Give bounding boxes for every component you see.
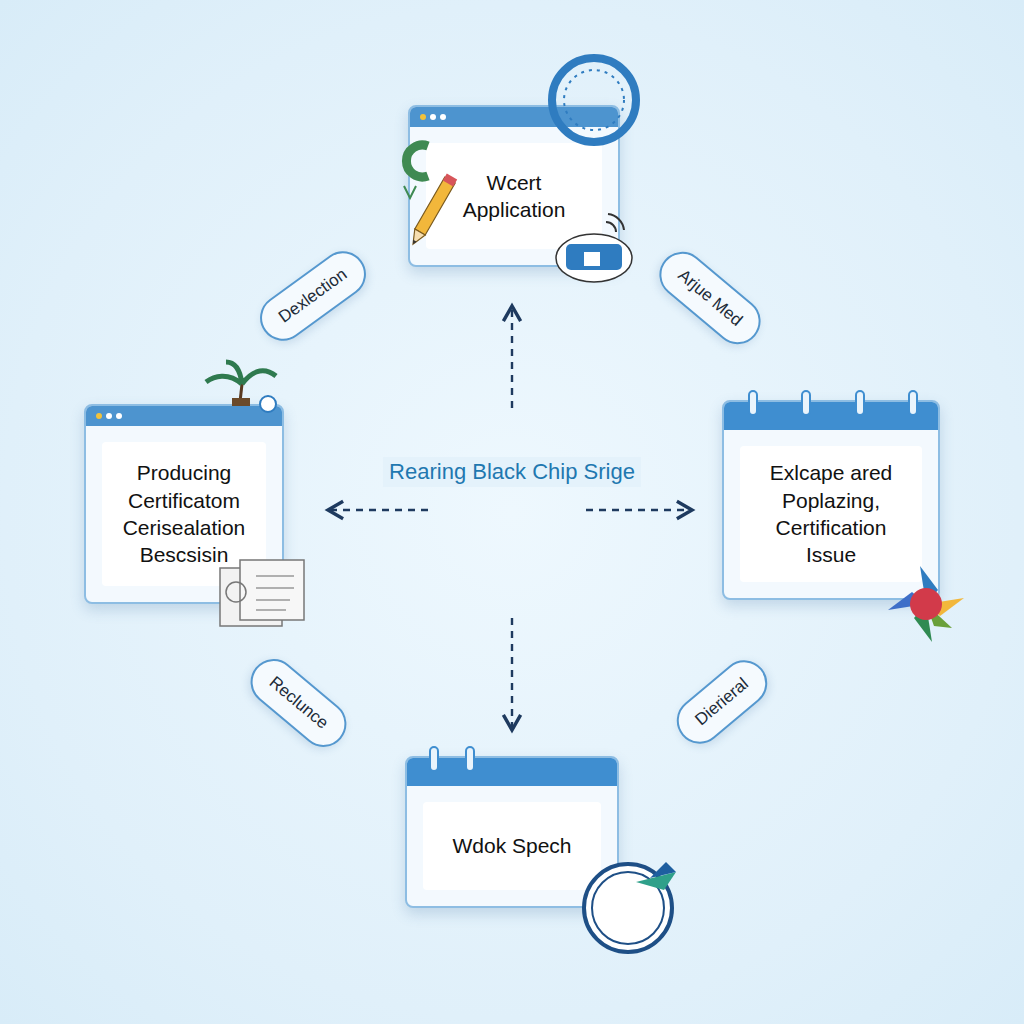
calendar-ring — [801, 390, 811, 416]
text-panel: Producing Certificatom Cerisealation Bes… — [102, 442, 266, 586]
step-pill: Reclunce — [241, 650, 356, 757]
diagram-title: Rearing Black Chip Srige — [383, 457, 641, 487]
calendar-ring — [429, 746, 439, 772]
text-wrap: Wdok Spech — [444, 824, 579, 867]
step-label: Dierieral — [691, 673, 754, 731]
text-wrap: Exlcape ared Poplazing, Certification Is… — [740, 451, 922, 576]
arrow-down — [511, 618, 513, 730]
step-label: Reclunce — [264, 672, 332, 734]
calendar-ring — [908, 390, 918, 416]
step-pill: Arjue Med — [650, 242, 770, 353]
window-dot — [96, 413, 102, 419]
box-label: Wdok Spech — [452, 832, 571, 859]
router-icon — [556, 214, 632, 282]
calendar-box: Wdok Spech — [405, 756, 619, 908]
pinwheel-icon — [888, 566, 964, 642]
plant-icon — [206, 362, 276, 412]
window-dot — [440, 114, 446, 120]
step-pill: Dierieral — [667, 651, 776, 753]
arrow-right — [586, 509, 692, 511]
text-panel: Wdok Spech — [423, 802, 601, 890]
step-pill: Dexlection — [251, 242, 375, 350]
pencil-icon — [408, 174, 457, 248]
dashed-arrows — [328, 306, 692, 730]
process-window: Wcert Application — [408, 105, 620, 267]
box-label: Exlcape ared Poplazing, Certification Is… — [748, 459, 914, 568]
window-dot — [420, 114, 426, 120]
window-dot — [430, 114, 436, 120]
text-panel: Wcert Application — [426, 143, 602, 249]
arrow-up — [511, 306, 513, 408]
gear-ring — [552, 58, 636, 142]
arrow-left — [328, 509, 428, 511]
text-panel: Exlcape ared Poplazing, Certification Is… — [740, 446, 922, 582]
window-dot — [116, 413, 122, 419]
calendar-ring — [465, 746, 475, 772]
letter-icon — [406, 145, 428, 177]
leaf-icon — [404, 186, 416, 198]
process-window: Producing Certificatom Cerisealation Bes… — [84, 404, 284, 604]
target-icon — [584, 862, 676, 952]
calendar-ring — [748, 390, 758, 416]
calendar-box: Exlcape ared Poplazing, Certification Is… — [722, 400, 940, 600]
box-label: Producing Certificatom Cerisealation Bes… — [110, 459, 258, 568]
window-dot — [106, 413, 112, 419]
step-label: Dexlection — [274, 264, 351, 329]
text-wrap: Producing Certificatom Cerisealation Bes… — [102, 451, 266, 576]
text-wrap: Wcert Application — [426, 161, 602, 232]
step-label: Arjue Med — [673, 265, 747, 332]
box-label: Wcert Application — [434, 169, 594, 224]
calendar-ring — [855, 390, 865, 416]
document-icon — [220, 560, 304, 626]
